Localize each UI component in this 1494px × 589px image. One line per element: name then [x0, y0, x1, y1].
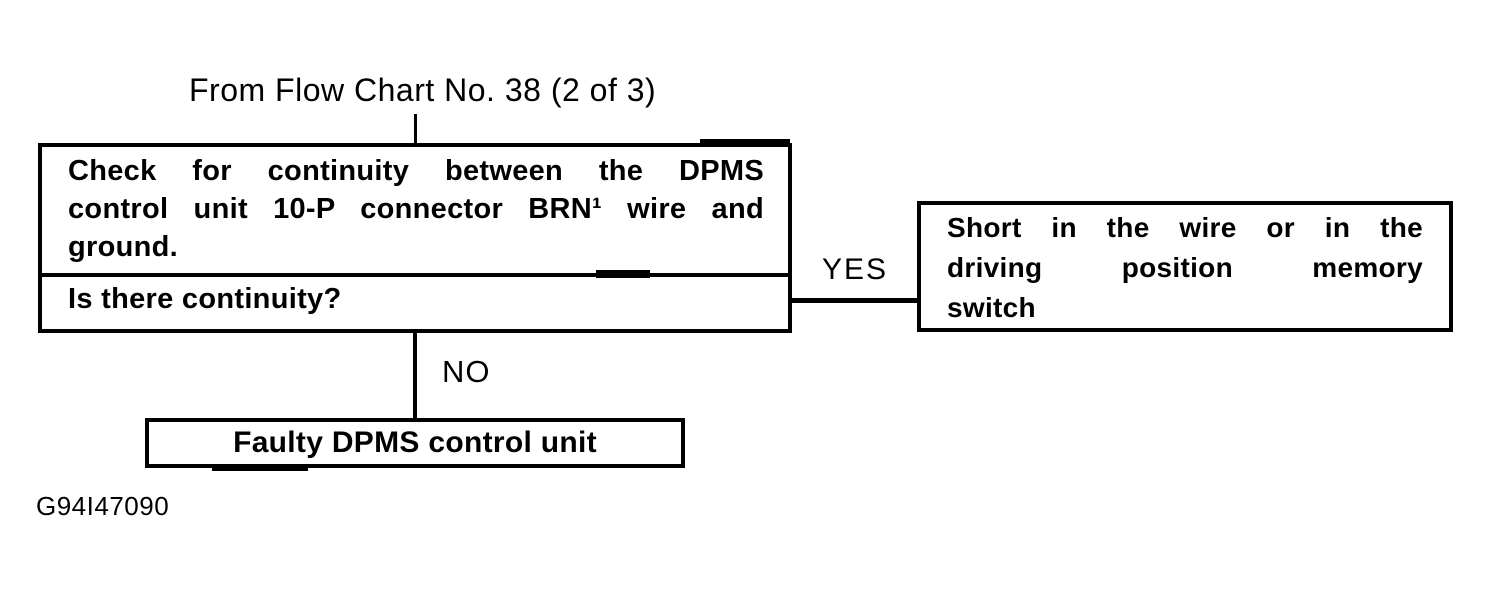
yes-result-line-1: Short in the wire or in the	[947, 212, 1423, 243]
no-edge-label: NO	[442, 354, 491, 389]
figure-id: G94I47090	[36, 491, 170, 521]
check-statement: Check for continuity between the DPMS co…	[42, 147, 788, 277]
source-chart-label: From Flow Chart No. 38 (2 of 3)	[189, 72, 657, 108]
yes-result-line-2: driving position memory	[947, 252, 1423, 283]
check-question: Is there continuity?	[68, 283, 342, 315]
statement-line-2: control unit 10-P connector BRN¹ wire an…	[68, 193, 764, 225]
statement-line-3: ground.	[68, 231, 179, 263]
node-short-in-wire: Short in the wire or in the driving posi…	[917, 201, 1453, 332]
yes-edge-label: YES	[822, 253, 889, 286]
scan-artifact	[596, 270, 650, 278]
connector-yes-branch	[790, 298, 919, 303]
statement-line-1: Check for continuity between the DPMS	[68, 155, 764, 187]
scan-artifact	[700, 139, 790, 145]
node-check-continuity: Check for continuity between the DPMS co…	[38, 143, 792, 333]
node-faulty-dpms-control-unit: Faulty DPMS control unit	[145, 418, 685, 468]
connector-from-source	[414, 114, 417, 145]
yes-result-line-3: switch	[947, 292, 1036, 323]
connector-no-branch	[413, 331, 417, 420]
scan-artifact	[212, 466, 308, 471]
